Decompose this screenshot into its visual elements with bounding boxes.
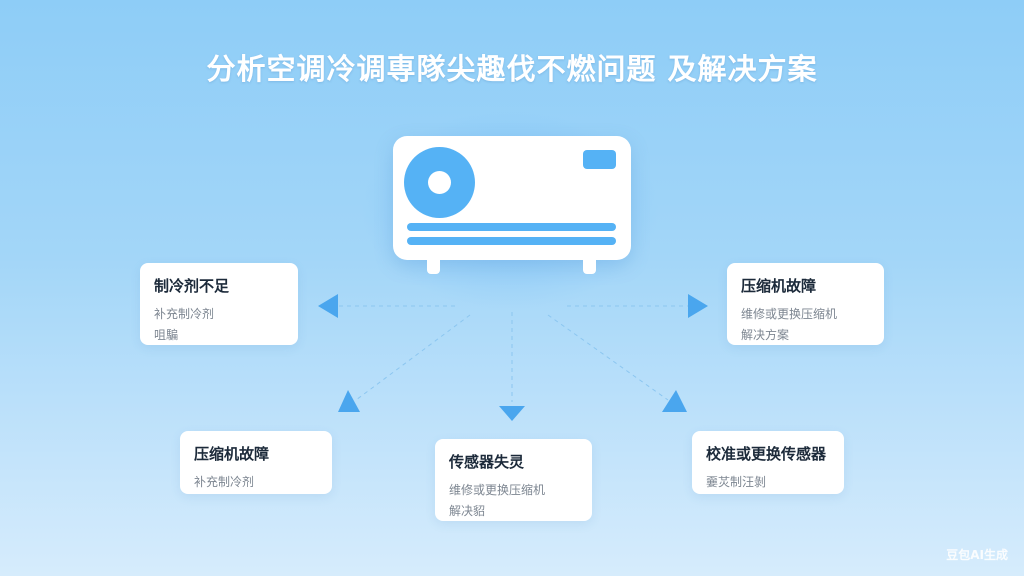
arrow-lower-right-icon	[662, 390, 687, 412]
arrow-down-icon	[499, 406, 525, 421]
arrow-right-icon	[688, 294, 708, 318]
card-title: 传感器失灵	[449, 453, 525, 471]
ac-vent-upper	[407, 223, 616, 231]
ac-fan-icon	[404, 147, 475, 218]
connector-line-lower-right	[547, 314, 669, 401]
ac-display-panel	[583, 150, 616, 169]
connector-line-lower-left	[355, 314, 471, 401]
card-line: 维修或更换压缩机	[741, 307, 838, 321]
card-title: 制冷剂不足	[154, 277, 230, 295]
card-line: 解决貂	[449, 504, 486, 518]
ac-foot-left	[427, 258, 440, 274]
page-title: 分析空调冷调専隊尖趣伐不燃问题 及解决方案	[206, 52, 818, 86]
watermark: 豆包AI生成	[946, 548, 1008, 562]
card-line: 嫑炗制汪剝	[706, 475, 767, 489]
card-title: 校准或更换传感器	[706, 445, 827, 463]
card-title: 压缩机故障	[194, 445, 270, 463]
card-line: 解决方案	[741, 328, 790, 342]
cause-card-sensor: 传感器失灵 维修或更换压缩机 解决貂	[435, 439, 592, 521]
cause-card-compressor-right: 压缩机故障 维修或更换压缩机 解决方案	[727, 263, 884, 345]
card-title: 压缩机故障	[741, 277, 817, 295]
card-line: 咀騙	[154, 328, 179, 342]
ac-fan-hub	[428, 171, 451, 194]
card-line: 补充制冷剂	[154, 307, 215, 321]
air-conditioner-icon	[393, 136, 631, 274]
card-line: 补充制冷剂	[194, 475, 255, 489]
cause-card-calibration: 校准或更换传感器 嫑炗制汪剝	[692, 431, 844, 494]
arrow-lower-left-icon	[338, 390, 360, 412]
arrow-left-icon	[318, 294, 338, 318]
cause-card-compressor-left: 压缩机故障 补充制冷剂	[180, 431, 332, 494]
cause-card-refrigerant: 制冷剂不足 补充制冷剂 咀騙	[140, 263, 298, 345]
ac-foot-right	[583, 258, 596, 274]
ac-vent-lower	[407, 237, 616, 245]
card-line: 维修或更换压缩机	[449, 483, 546, 497]
